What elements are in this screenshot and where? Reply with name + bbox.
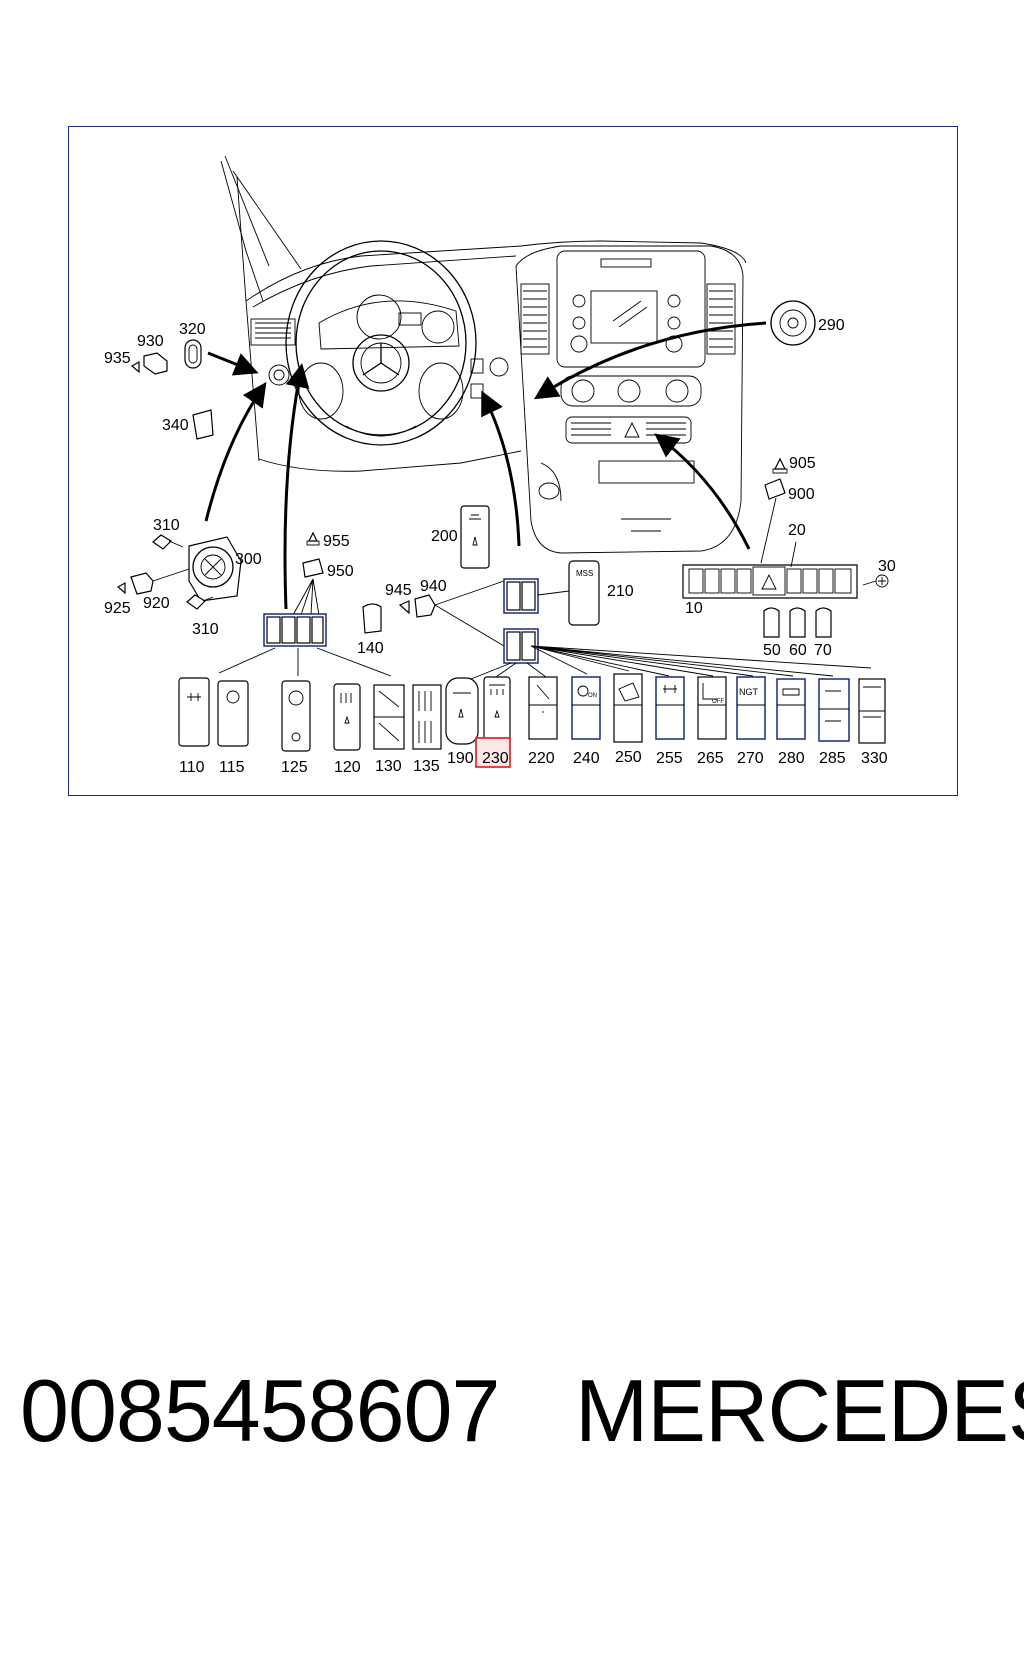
callout-300: 300: [235, 551, 262, 568]
switch-label-190: 190: [447, 750, 474, 767]
callout-50: 50: [763, 642, 781, 659]
callout-310-bottom: 310: [192, 621, 219, 638]
left-components: MSS: [116, 339, 872, 680]
switch-label-265: 265: [697, 750, 724, 767]
callout-60: 60: [789, 642, 807, 659]
on-label-240: ON: [588, 693, 597, 699]
callout-290: 290: [818, 317, 845, 334]
switch-label-135: 135: [413, 758, 440, 775]
diagram-frame: MSS: [68, 126, 958, 796]
callout-10: 10: [685, 600, 703, 617]
callout-940: 940: [420, 578, 447, 595]
callout-140: 140: [357, 640, 384, 657]
part-number: 0085458607: [20, 1361, 500, 1460]
mss-label: MSS: [576, 569, 593, 578]
switch-label-115: 115: [219, 759, 245, 776]
callout-340: 340: [162, 417, 189, 434]
callout-920: 920: [143, 595, 170, 612]
callout-200: 200: [431, 528, 458, 545]
switch-label-330: 330: [861, 750, 888, 767]
switch-label-270: 270: [737, 750, 764, 767]
ngt-label-270: NGT: [739, 687, 759, 697]
callout-310-top: 310: [153, 517, 180, 534]
callout-210: 210: [607, 583, 634, 600]
switch-label-110: 110: [179, 759, 205, 776]
switch-label-240: 240: [573, 750, 600, 767]
brand-name: MERCEDES: [575, 1361, 1024, 1460]
switch-row: ON OFF NGT: [178, 673, 886, 768]
callout-30: 30: [878, 558, 896, 575]
callout-70: 70: [814, 642, 832, 659]
callout-955: 955: [323, 533, 350, 550]
off-label-265: OFF: [712, 699, 724, 705]
switch-label-285: 285: [819, 750, 846, 767]
highlight-box-230: [475, 737, 511, 768]
switch-label-250: 250: [615, 749, 642, 766]
callout-935: 935: [104, 350, 131, 367]
switch-label-230: 230: [482, 750, 509, 767]
callout-20: 20: [788, 522, 806, 539]
callout-950: 950: [327, 563, 354, 580]
caption-bar: 0085458607 MERCEDES: [0, 1360, 1024, 1470]
callout-945: 945: [385, 582, 412, 599]
callout-900: 900: [788, 486, 815, 503]
callout-labels: 930 320 935 340 290 905 900 20 30 10 310…: [104, 317, 896, 659]
switch-number-labels: 110 115 125 120 130 135 190 230 220 240 250 255 265 2…: [179, 749, 888, 776]
switch-label-120: 120: [334, 759, 361, 776]
exploded-parts-diagram: MSS: [104, 155, 896, 776]
switch-label-255: 255: [656, 750, 683, 767]
switch-label-280: 280: [778, 750, 805, 767]
callout-930: 930: [137, 333, 164, 350]
switch-label-130: 130: [375, 758, 402, 775]
dashboard-illustration: [220, 155, 747, 554]
callout-320: 320: [179, 321, 206, 338]
leader-arrows: [204, 321, 767, 610]
callout-925: 925: [104, 600, 131, 617]
right-components: [682, 300, 889, 638]
callout-905: 905: [789, 455, 816, 472]
switch-label-125: 125: [281, 759, 308, 776]
switch-label-220: 220: [528, 750, 555, 767]
